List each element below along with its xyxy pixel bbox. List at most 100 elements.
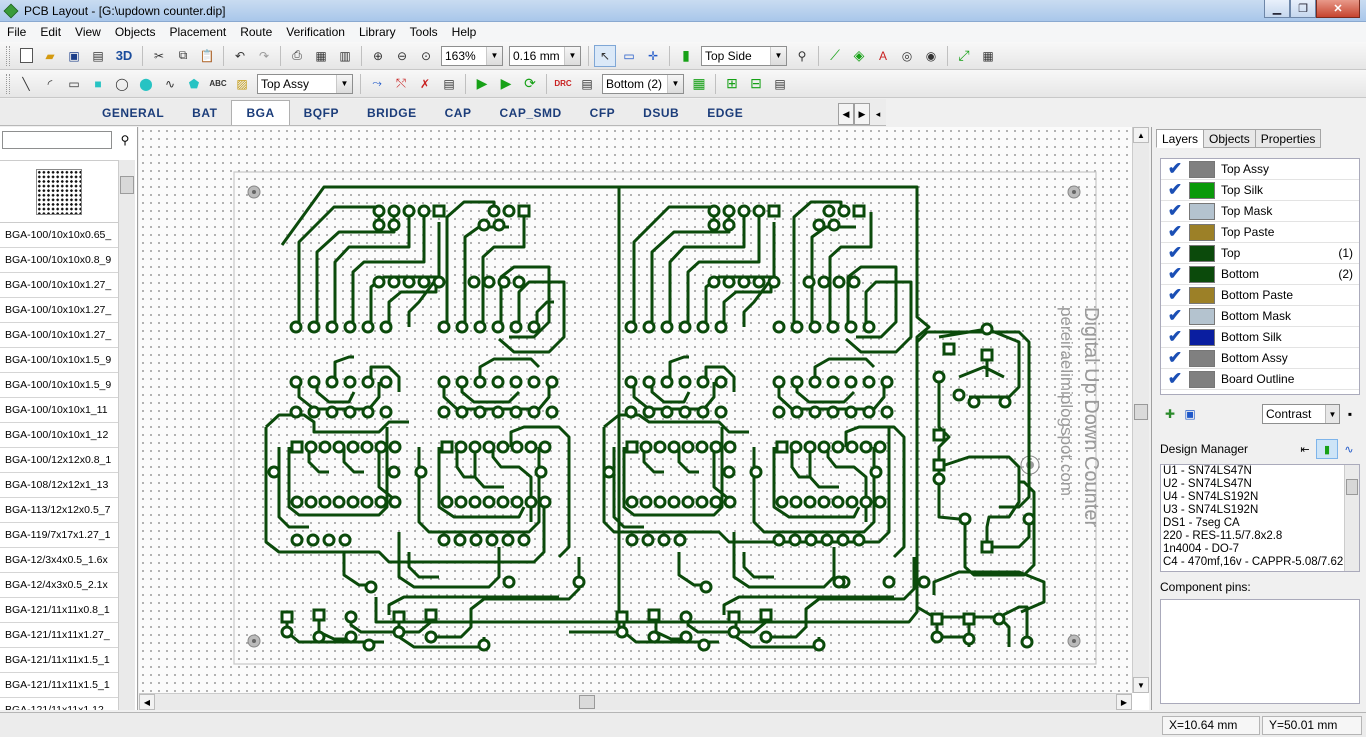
layer-color-swatch[interactable]	[1189, 265, 1215, 283]
library-item[interactable]: BGA-108/12x12x1_13	[0, 473, 118, 498]
library-item[interactable]: BGA-100/10x10x1.27_	[0, 298, 118, 323]
tab-bqfp[interactable]: BQFP	[303, 106, 339, 120]
library-item[interactable]: BGA-100/10x10x1.5_9	[0, 373, 118, 398]
scroll-thumb[interactable]	[1346, 479, 1358, 495]
drc-report-button[interactable]: ▤	[576, 73, 598, 95]
zoom-combo[interactable]: 163%▼	[441, 45, 503, 66]
paste-button[interactable]: 📋	[196, 45, 218, 67]
via-button[interactable]: ◎	[896, 45, 918, 67]
tab-properties[interactable]: Properties	[1254, 129, 1322, 148]
layer-settings-button[interactable]: ▣	[1180, 404, 1200, 424]
checkmark-icon[interactable]: ✔	[1167, 327, 1183, 346]
library-item[interactable]: BGA-100/10x10x1.27_	[0, 323, 118, 348]
toolbar-grip[interactable]	[6, 45, 10, 66]
scroll-up-button[interactable]: ▲	[1133, 127, 1149, 143]
line-tool-button[interactable]: ╲	[15, 73, 37, 95]
origin-tool-button[interactable]: ✛	[642, 45, 664, 67]
zoom-in-button[interactable]: ⊕	[367, 45, 389, 67]
checkmark-icon[interactable]: ✔	[1167, 264, 1183, 283]
layer-options-button[interactable]: ▪	[1340, 404, 1360, 424]
layer-color-swatch[interactable]	[1189, 370, 1215, 388]
text-color-button[interactable]: A	[872, 45, 894, 67]
unroute-button[interactable]: ✗	[414, 73, 436, 95]
layer-color-swatch[interactable]	[1189, 202, 1215, 220]
scroll-thumb[interactable]	[120, 176, 134, 194]
dm-components-button[interactable]: ▮	[1316, 439, 1338, 459]
checkmark-icon[interactable]: ✔	[1167, 222, 1183, 241]
layer-color-swatch[interactable]	[1189, 286, 1215, 304]
undo-button[interactable]: ↶	[229, 45, 251, 67]
layer-row[interactable]: ✔Top Mask	[1161, 201, 1359, 222]
tab-scroll-right-button[interactable]: ▶	[854, 103, 870, 125]
open-file-button[interactable]: ▰	[39, 45, 61, 67]
route-layer-combo[interactable]: Bottom (2)▼	[602, 73, 684, 94]
layer-row[interactable]: ✔Bottom Paste	[1161, 285, 1359, 306]
properties-button[interactable]: ▤	[87, 45, 109, 67]
checkmark-icon[interactable]: ✔	[1167, 243, 1183, 262]
pcb-canvas[interactable]: Digital Up Down Counter pereiraelimiplog…	[139, 127, 1132, 693]
menu-file[interactable]: File	[7, 25, 27, 39]
grid-toggle-button[interactable]: ▦	[977, 45, 999, 67]
close-button[interactable]: ✕	[1316, 0, 1360, 18]
tab-objects[interactable]: Objects	[1203, 129, 1256, 148]
layer-row[interactable]: ✔Top Assy	[1161, 159, 1359, 180]
dm-nets-button[interactable]: ∿	[1338, 439, 1360, 459]
design-item[interactable]: C4 - 470mf,16v - CAPPR-5.08/7.62	[1163, 556, 1344, 568]
menu-placement[interactable]: Placement	[169, 25, 227, 39]
library-item[interactable]: BGA-121/11x11x1.12	[0, 698, 118, 710]
layer-row[interactable]: ✔Top Silk	[1161, 180, 1359, 201]
toolbar-grip[interactable]	[6, 73, 10, 94]
library-item[interactable]: BGA-100/10x10x1.27_	[0, 273, 118, 298]
filled-ellipse-tool-button[interactable]: ⬤	[135, 73, 157, 95]
library-item[interactable]: BGA-100/10x10x0.8_9	[0, 248, 118, 273]
library-scrollbar[interactable]	[118, 160, 135, 710]
optimize-button[interactable]: ⟳	[519, 73, 541, 95]
layer-color-swatch[interactable]	[1189, 160, 1215, 178]
library-item[interactable]: BGA-100/12x12x0.8_1	[0, 448, 118, 473]
checkmark-icon[interactable]: ✔	[1167, 369, 1183, 388]
library-search-input[interactable]	[2, 131, 112, 149]
layer-row[interactable]: ✔Bottom(2)	[1161, 264, 1359, 285]
layer-color-swatch[interactable]	[1189, 349, 1215, 367]
minimize-button[interactable]: ▁	[1264, 0, 1290, 18]
contrast-combo[interactable]: Contrast▼	[1262, 404, 1340, 424]
layer-color-swatch[interactable]	[1189, 181, 1215, 199]
menu-verification[interactable]: Verification	[286, 25, 345, 39]
menu-objects[interactable]: Objects	[114, 25, 156, 39]
print-preview-button[interactable]: ▦	[310, 45, 332, 67]
checkmark-icon[interactable]: ✔	[1167, 348, 1183, 367]
new-file-button[interactable]	[15, 45, 37, 67]
tab-bat[interactable]: BAT	[192, 106, 218, 120]
design-manager-scrollbar[interactable]	[1344, 465, 1359, 571]
checkmark-icon[interactable]: ✔	[1167, 306, 1183, 325]
menu-route[interactable]: Route	[240, 25, 273, 39]
drc-button[interactable]: DRC	[554, 79, 572, 88]
route-selected-button[interactable]: ▶	[495, 73, 517, 95]
export-button[interactable]: ▥	[334, 45, 356, 67]
netlist-button[interactable]: ▤	[438, 73, 460, 95]
design-item[interactable]: U4 - SN74LS192N	[1163, 491, 1259, 503]
layer-row[interactable]: ✔Bottom Mask	[1161, 306, 1359, 327]
library-item[interactable]: BGA-100/10x10x1.5_9	[0, 348, 118, 373]
menu-library[interactable]: Library	[358, 25, 396, 39]
menu-edit[interactable]: Edit	[40, 25, 62, 39]
distribute-button[interactable]: ⊟	[745, 73, 767, 95]
tab-bridge[interactable]: BRIDGE	[366, 106, 417, 120]
layer-row[interactable]: ✔Bottom Silk	[1161, 327, 1359, 348]
layer-row[interactable]: ✔Top Paste	[1161, 222, 1359, 243]
zoom-fit-button[interactable]: ⊙	[415, 45, 437, 67]
layer-color-swatch[interactable]	[1189, 244, 1215, 262]
ellipse-tool-button[interactable]: ◯	[111, 73, 133, 95]
find-button[interactable]: ⚲	[791, 45, 813, 67]
checkmark-icon[interactable]: ✔	[1167, 180, 1183, 199]
scroll-right-button[interactable]: ▶	[1116, 694, 1132, 710]
tab-cap-smd[interactable]: CAP_SMD	[499, 106, 562, 120]
board-side-combo[interactable]: Top Side▼	[701, 45, 787, 66]
arc-tool-button[interactable]: ◜	[39, 73, 61, 95]
scroll-thumb[interactable]	[1134, 404, 1148, 420]
filled-rectangle-tool-button[interactable]: ■	[87, 73, 109, 95]
library-item[interactable]: BGA-121/11x11x0.8_1	[0, 598, 118, 623]
design-item[interactable]: U2 - SN74LS47N	[1163, 478, 1252, 490]
layer-row[interactable]: ✔Top(1)	[1161, 243, 1359, 264]
library-item[interactable]: BGA-12/3x4x0.5_1.6x	[0, 548, 118, 573]
